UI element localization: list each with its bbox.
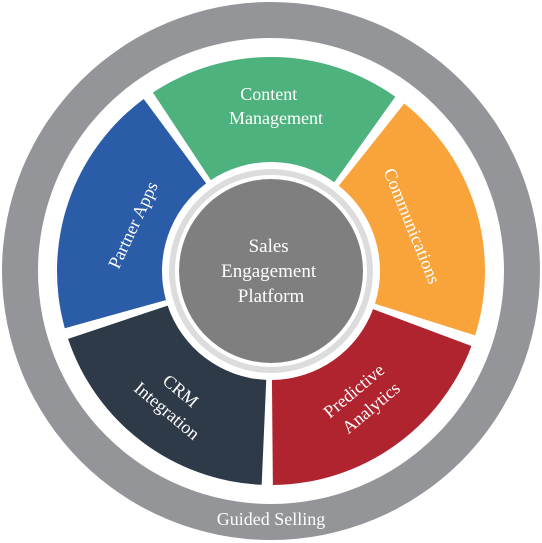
center-label-line-2: Engagement xyxy=(221,261,317,282)
center-hub xyxy=(179,179,363,363)
segment-content-management xyxy=(152,56,396,183)
center-label-line-1: Sales xyxy=(249,236,289,257)
segment-partner-apps xyxy=(56,98,207,329)
segment-communications xyxy=(338,103,485,336)
content-management-label: Content Management xyxy=(229,84,323,128)
center-label-line-3: Platform xyxy=(238,286,305,307)
center-label: Sales Engagement Platform xyxy=(221,236,321,307)
guided-selling-label: Guided Selling xyxy=(217,509,326,529)
segment-predictive-analytics xyxy=(271,309,472,485)
segment-crm-integration xyxy=(68,305,267,485)
